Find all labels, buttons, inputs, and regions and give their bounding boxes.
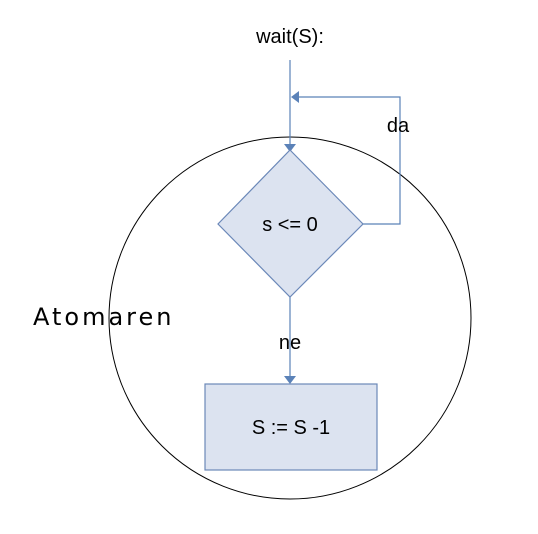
atomic-region-label: Atomaren: [33, 303, 175, 331]
entry-arrowhead: [284, 144, 296, 152]
no-arrowhead: [284, 376, 296, 384]
decrement-action-box: [204, 383, 378, 471]
entry-label: wait(S):: [255, 26, 324, 48]
loop-back-flow-line: [298, 96, 401, 225]
condition-label: s <= 0: [262, 214, 318, 236]
action-label: S := S -1: [252, 417, 330, 439]
yes-branch-label: da: [387, 115, 410, 137]
no-branch-label: ne: [279, 332, 301, 354]
loop-back-arrowhead: [291, 91, 299, 103]
